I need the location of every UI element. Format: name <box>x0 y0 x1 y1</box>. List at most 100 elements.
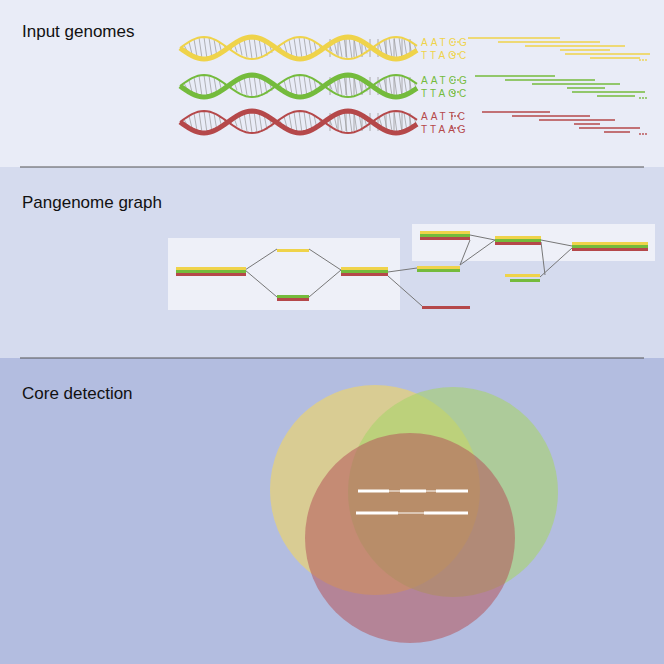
stroke <box>176 270 246 273</box>
stroke <box>639 133 641 135</box>
stroke <box>180 37 417 59</box>
stroke <box>244 112 247 131</box>
stroke <box>339 113 342 131</box>
stroke <box>604 131 630 133</box>
stroke <box>204 75 207 97</box>
stroke <box>254 111 257 133</box>
stroke <box>399 111 402 133</box>
stroke <box>249 37 252 59</box>
stroke <box>180 111 417 133</box>
stage-band: Input genomes <box>0 0 664 167</box>
venn-circle <box>305 433 515 643</box>
stroke <box>642 59 644 61</box>
stroke <box>505 274 540 277</box>
stroke <box>394 111 397 133</box>
stage-title: Input genomes <box>22 22 134 42</box>
base-sequence: TTAGC <box>421 50 469 62</box>
stroke <box>344 75 347 96</box>
stroke <box>354 113 355 131</box>
stroke <box>572 242 648 245</box>
stroke <box>277 249 309 252</box>
stroke <box>394 39 395 57</box>
stroke <box>294 112 297 132</box>
stroke <box>349 111 352 133</box>
stroke <box>475 75 555 77</box>
stroke <box>254 37 257 59</box>
stroke <box>244 76 247 95</box>
stroke <box>199 38 202 59</box>
stroke <box>645 133 647 135</box>
stroke <box>249 111 252 133</box>
stroke <box>420 231 470 234</box>
divider <box>20 167 644 168</box>
stroke <box>346 113 347 131</box>
core-segments <box>356 491 468 513</box>
stroke <box>645 59 647 61</box>
graph-panel <box>168 238 400 310</box>
stroke <box>199 76 202 97</box>
stroke <box>249 75 252 97</box>
stroke <box>498 41 600 43</box>
stroke <box>176 267 246 270</box>
stroke <box>194 77 197 94</box>
stroke <box>341 267 388 270</box>
stroke <box>394 77 395 95</box>
stroke <box>510 279 540 282</box>
stroke <box>341 270 388 273</box>
stroke <box>180 75 417 97</box>
stroke <box>299 111 302 133</box>
band-ground <box>0 358 664 664</box>
stroke <box>394 113 395 131</box>
stroke <box>525 45 625 47</box>
stroke <box>354 77 355 95</box>
graph-edges <box>245 235 572 306</box>
stroke <box>495 239 541 242</box>
stroke <box>495 242 541 245</box>
stroke <box>639 97 641 99</box>
stroke <box>389 38 392 58</box>
stroke <box>495 236 541 239</box>
stroke <box>389 76 392 96</box>
stroke <box>344 37 347 58</box>
stroke <box>645 97 647 99</box>
graph-nodes <box>176 231 648 309</box>
stroke <box>299 75 302 97</box>
stroke <box>417 266 460 269</box>
stroke <box>512 115 590 117</box>
stroke <box>294 38 297 58</box>
stroke <box>339 77 342 95</box>
stage-title: Core detection <box>22 384 133 404</box>
stroke <box>346 77 347 95</box>
stroke <box>277 298 309 301</box>
stroke <box>344 111 347 132</box>
stroke <box>341 273 388 276</box>
base-sequence: AATCG <box>421 37 470 49</box>
stroke <box>176 273 246 276</box>
stroke <box>180 75 417 97</box>
stroke <box>565 53 650 55</box>
stroke <box>389 112 392 132</box>
stroke <box>346 39 347 57</box>
stroke <box>194 113 197 130</box>
stroke <box>560 49 610 51</box>
stroke <box>349 37 352 59</box>
stroke <box>422 306 470 309</box>
stroke <box>194 39 197 56</box>
stroke <box>572 248 648 251</box>
stroke <box>505 79 595 81</box>
band-ground <box>0 0 664 167</box>
base-sequence: TTAGC <box>421 88 469 100</box>
stroke <box>244 38 247 57</box>
stroke <box>539 119 615 121</box>
stroke <box>590 57 640 59</box>
stroke <box>394 75 397 97</box>
dna-helices <box>180 37 459 133</box>
stroke <box>339 39 342 57</box>
stroke <box>420 234 470 237</box>
stroke <box>349 75 352 97</box>
stroke <box>294 76 297 96</box>
stroke <box>417 269 460 272</box>
stroke <box>394 37 397 59</box>
reads <box>468 38 650 135</box>
